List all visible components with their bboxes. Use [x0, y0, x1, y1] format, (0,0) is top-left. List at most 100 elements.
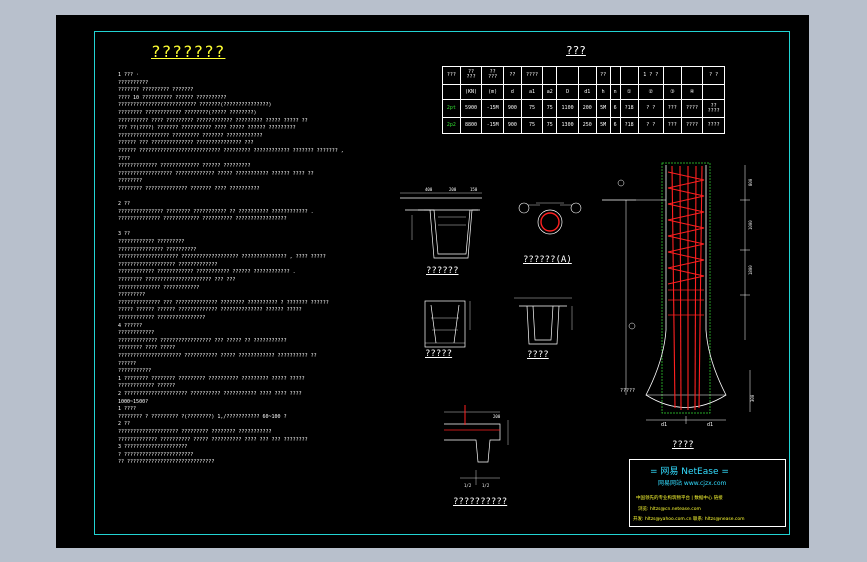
note-line: 1000~1500?	[118, 398, 149, 405]
note-line: ???????????	[118, 368, 152, 375]
cap-section-label: ??????	[426, 266, 459, 276]
note-line: ???????? ?????????????????????? ??? ???	[118, 277, 236, 284]
wall-c-label: ????	[527, 350, 549, 360]
note-line: ????????????? ?????????? ????? ?????????…	[118, 436, 308, 443]
table-cell: a2	[542, 83, 558, 101]
dim-k8: 1/2	[464, 483, 472, 488]
note-line: ????? ?????? ?????? ????????????? ??????…	[118, 307, 302, 314]
pile-elevation	[602, 162, 751, 424]
dim-h200: 200	[493, 414, 501, 419]
note-line: ?????????????? ????????????	[118, 284, 200, 291]
note-line: ???????? ? ????????? ?(????????) 1,/????…	[118, 413, 287, 420]
table-cell: d	[502, 83, 522, 101]
note-line: ?????????? ???? ????????? ???????????? ?…	[118, 117, 308, 124]
dim-a150: 150	[470, 187, 478, 192]
note-line: 3 ??	[118, 231, 131, 238]
netease-brand: = 网易 NetEase =	[650, 467, 729, 477]
table-cell: ? ?	[637, 117, 664, 134]
dim-a200: 200	[449, 187, 457, 192]
wall-a-label: ??????(A)	[523, 255, 572, 265]
dim-k9: 1/2	[482, 483, 490, 488]
pile-note: ?????	[620, 388, 636, 394]
note-line: ???????? ???????????? ????????(????? ???…	[118, 109, 257, 116]
table-cell: 6	[609, 117, 621, 134]
dim-a400: 400	[425, 187, 433, 192]
table-cell: (KN)	[459, 83, 483, 101]
bell-detail-view	[444, 405, 509, 485]
note-line: ? ???????????????????????	[118, 451, 194, 458]
note-line: 3 ?????????????????????	[118, 444, 188, 451]
note-line: 2 ??	[118, 201, 131, 208]
note-line: ???????????????????? ???????????????????…	[118, 254, 326, 261]
drawing-border	[94, 31, 790, 535]
note-line: ??????????????? ??????????	[118, 246, 197, 253]
notes-title: ???????	[151, 42, 226, 61]
dim-d1-left: d1	[661, 422, 667, 428]
table-cell: ????	[702, 117, 725, 134]
netease-email-2: 开发: hltzs@yahoo.com.cn 联系: hltzs@nease.c…	[633, 517, 745, 522]
note-line: ?????????	[118, 292, 146, 299]
wall-b-label: ?????	[425, 349, 453, 359]
note-line: 2 ??	[118, 421, 131, 428]
table-cell: ③	[662, 83, 682, 101]
note-line: ?????????????????????????? ???????(?????…	[118, 102, 272, 109]
table-cell: 8800	[459, 117, 483, 134]
table-cell: 900	[502, 117, 522, 134]
table-title: ???	[566, 44, 586, 57]
note-line: ????????????? ????????????? ?????? ?????…	[118, 163, 251, 170]
note-line: ???? 10 ?????????? ?????? ??????????	[118, 94, 227, 101]
wall-section-b	[424, 300, 471, 348]
note-line: ????????????? ????????????????? ??? ????…	[118, 337, 287, 344]
note-line: ?????? ??? ?????????????? ??????????????…	[118, 140, 254, 147]
note-line: ???????? ?????????????? ??????? ???? ???…	[118, 185, 260, 192]
note-line: 1 ???????? ???????? ????????? ??????????…	[118, 375, 305, 382]
note-line: ???????????? ?????????	[118, 239, 185, 246]
note-line: ??????????	[118, 79, 149, 86]
table-cell: 75	[542, 117, 558, 134]
dim-d1-right: d1	[707, 422, 713, 428]
pile-label: ????	[672, 440, 694, 450]
note-line: ??????	[118, 360, 137, 367]
table-cell: n	[609, 83, 621, 101]
cap-section-view	[400, 192, 482, 259]
title-block: = 网易 NetEase = 网易网站 www.cjzx.com 中国领先的专业…	[629, 459, 786, 527]
netease-email-1: 浏览: hltzs@cn.netease.com	[638, 507, 701, 512]
table-cell: ???	[662, 117, 682, 134]
note-line: ????????????	[118, 330, 155, 337]
table-cell: ②	[637, 83, 664, 101]
table-cell: 2p2	[442, 117, 461, 134]
note-line: ?? ?????????????????????????????	[118, 459, 215, 466]
note-line: ??????? ????????? ???????	[118, 87, 194, 94]
table-cell	[702, 83, 725, 101]
note-line: ???????? ???? ?????	[118, 345, 176, 352]
dim-pile-1800: 1800	[748, 265, 753, 275]
note-line: ??? ??(????) ??????? ?????????? ???? ???…	[118, 125, 296, 132]
note-line: 2 ????????????????????? ?????????? ?????…	[118, 390, 302, 397]
note-line: ?????? ??????????????????????????? ?????…	[118, 147, 344, 154]
note-line: ???????????? ????????????????	[118, 315, 206, 321]
note-line: ???????????? ???????????? ??????????? ??…	[118, 269, 296, 276]
table-cell: 900	[502, 99, 522, 119]
note-line: ?????????????????? ????????????? ????? ?…	[118, 170, 314, 177]
note-line: ?????????????? ??? ?????????????? ??????…	[118, 299, 329, 306]
bell-detail-label: ??????????	[453, 497, 508, 507]
note-line: 1 ??? ·	[118, 72, 140, 78]
design-notes: 1 ??? ·????????????????? ????????? ?????…	[118, 72, 368, 467]
note-line: ??????????????? ???????? ??????????? ?? …	[118, 208, 314, 215]
table-cell: ????	[680, 117, 704, 134]
table-cell: -15M	[481, 117, 504, 134]
note-line: ????????????????????? ??????????? ????? …	[118, 352, 317, 359]
wall-section-c	[514, 297, 573, 345]
dim-pile-800: 800	[748, 178, 753, 186]
table-row: ????? ????? ???????????1 ? ?? ?	[442, 66, 725, 85]
note-line: ?????????????? ???????????? ?????????? ?…	[118, 216, 287, 223]
note-line: ???????????? ??????	[118, 383, 176, 390]
table-cell: D	[556, 83, 579, 101]
note-line: ????????????????? ????????? ??????? ????…	[118, 132, 263, 139]
note-line: ????????	[118, 178, 143, 185]
